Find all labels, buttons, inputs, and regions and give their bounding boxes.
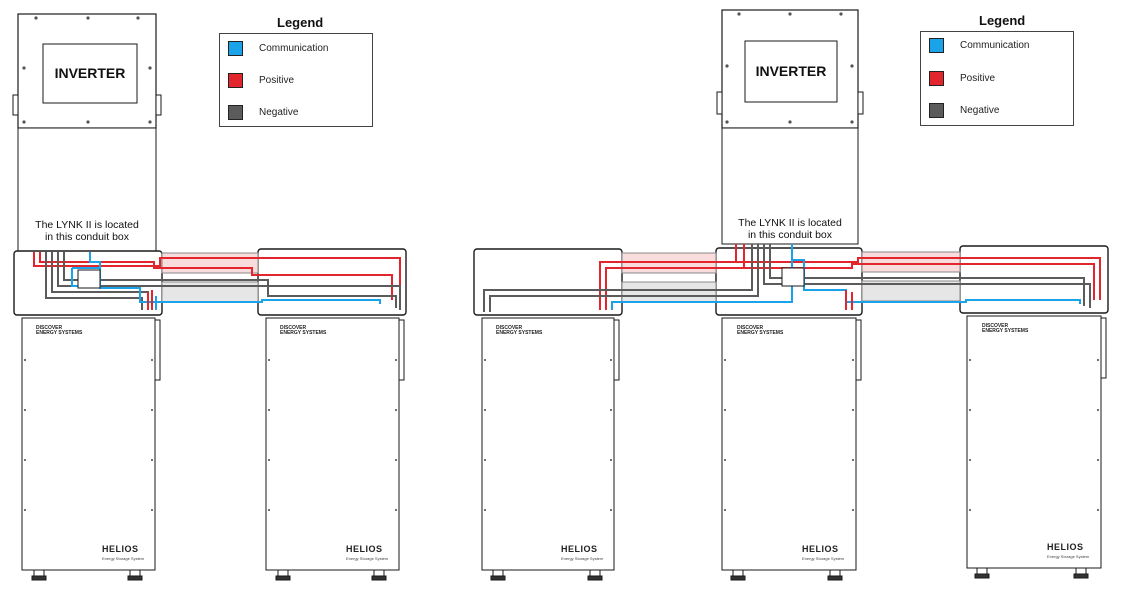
model-sub: Energy Storage System [561,556,604,561]
model-name: HELIOS [346,544,383,554]
inverter-display-right [744,40,838,103]
screws [22,12,854,124]
legend-title-right: Legend [979,13,1026,28]
legend-item-positive: Positive [929,69,995,87]
battery-cabinet-left-2 [265,317,400,571]
right-system [473,9,1109,581]
brand-logo: DISCOVER ENERGY SYSTEMS [496,326,542,336]
model-sub: Energy Storage System [102,556,145,561]
model-name: HELIOS [102,544,139,554]
conduit-note-line1: The LYNK II is located [35,219,139,231]
battery-cabinet-right-2 [721,317,857,571]
legend-item-negative: Negative [228,103,298,121]
conduit-note-line2: in this conduit box [44,231,130,243]
brand-name: DISCOVER [496,325,523,331]
brand-name: DISCOVER [982,323,1009,329]
legend-label: Positive [259,74,295,86]
battery-cabinet-right-1 [481,317,615,571]
legend-left: Communication Positive Negative [219,33,373,127]
brand-name: DISCOVER [737,325,764,331]
brand-sub: ENERGY SYSTEMS [982,328,1029,334]
legend-label: Communication [259,42,329,54]
inverter-label-right: INVERTER [755,63,827,79]
conduit-note-right: The LYNK II is located in this conduit b… [723,217,857,241]
conduit-note-left: The LYNK II is located in this conduit b… [22,219,152,243]
legend-right: Communication Positive Negative [920,31,1074,126]
brand-logo: DISCOVER ENERGY SYSTEMS [280,326,326,336]
brand-sub: ENERGY SYSTEMS [280,330,327,336]
communication-swatch [228,40,243,56]
brand-sub: ENERGY SYSTEMS [737,330,784,336]
model-sub: Energy Storage System [346,556,389,561]
legend-title-left: Legend [277,15,324,30]
lynk-device-left [77,269,101,289]
legend-item-communication: Communication [228,39,328,57]
brand-logo: DISCOVER ENERGY SYSTEMS [982,324,1028,334]
cabinet-rivets [24,359,1099,511]
brand-logo: DISCOVER ENERGY SYSTEMS [36,326,82,336]
left-wiring [33,252,401,310]
model-name: HELIOS [802,544,839,554]
legend-item-negative: Negative [929,101,999,119]
junction-box-right-3 [959,245,1109,314]
legend-label: Negative [960,104,1000,116]
positive-swatch [228,72,243,88]
battery-cabinet-right-3 [966,315,1102,569]
positive-swatch [929,70,944,86]
model-sub: Energy Storage System [1047,554,1090,559]
brand-name: DISCOVER [36,325,63,331]
model-name: HELIOS [1047,542,1084,552]
inverter-display-left [42,43,138,104]
brand-sub: ENERGY SYSTEMS [496,330,543,336]
legend-label: Negative [259,106,299,118]
battery-cabinet-left-1 [21,317,156,571]
inverter-label-left: INVERTER [54,65,126,81]
lynk-device-right [781,267,805,287]
legend-label: Positive [960,72,996,84]
conduit-box-upper-right [721,127,859,245]
conduit-note-line2: in this conduit box [747,229,833,241]
negative-swatch [929,102,944,118]
brand-name: DISCOVER [280,325,307,331]
legend-item-positive: Positive [228,71,294,89]
conduit-note-line1: The LYNK II is located [738,217,842,229]
brand-logo: DISCOVER ENERGY SYSTEMS [737,326,783,336]
legend-item-communication: Communication [929,36,1029,54]
brand-sub: ENERGY SYSTEMS [36,330,83,336]
model-name: HELIOS [561,544,598,554]
negative-swatch [228,104,243,120]
communication-swatch [929,37,944,53]
model-sub: Energy Storage System [802,556,845,561]
legend-label: Communication [960,39,1030,51]
conduit-box-upper-left [17,127,157,253]
